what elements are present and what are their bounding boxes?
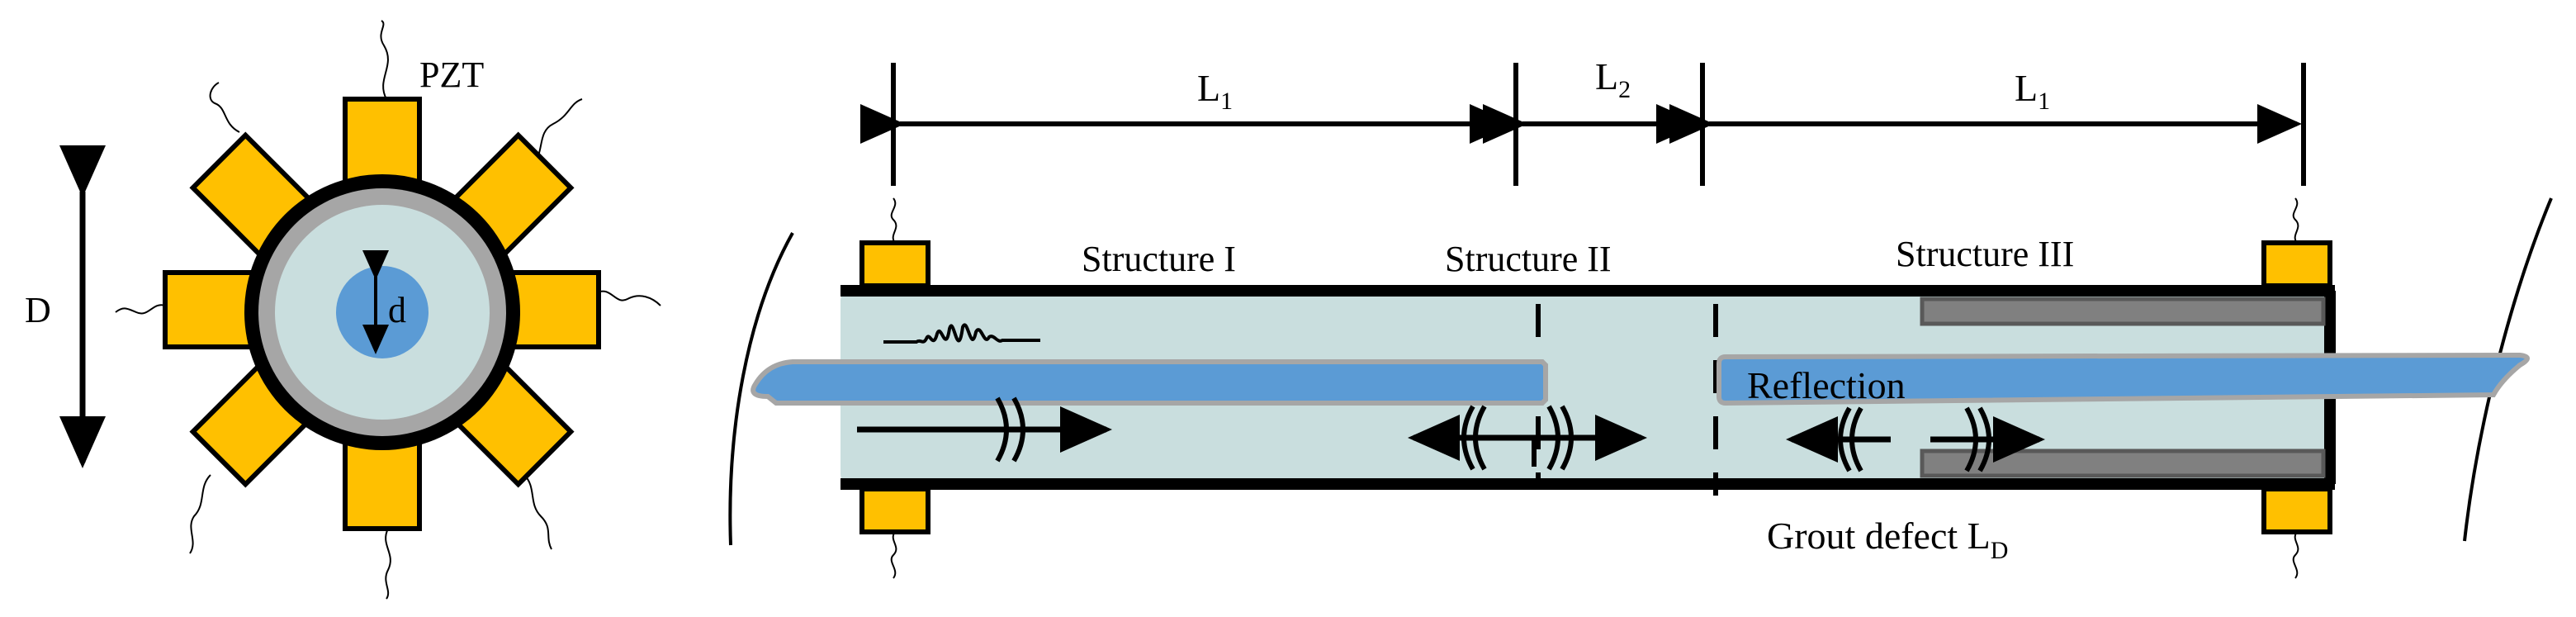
pzt-sensor-bottom	[2261, 486, 2332, 534]
dimension-label-l1-right: L1	[2015, 67, 2050, 115]
dimension-label-l1-left: L1	[1197, 67, 1233, 115]
reflection-label: Reflection	[1747, 364, 1906, 406]
structure-label-iii: Structure III	[1896, 234, 2074, 274]
grout-defect-label: Grout defect LD	[1767, 515, 2008, 564]
strand-right	[1717, 352, 2530, 406]
wave-arrows	[857, 396, 2045, 472]
strand-left	[751, 359, 1548, 406]
structure-label-i: Structure I	[1082, 239, 1236, 279]
inner-dimension-label: d	[388, 290, 406, 330]
dimension-lines	[860, 63, 2306, 186]
break-line-left	[728, 232, 794, 546]
cross-section-view: d D PZT	[25, 20, 661, 600]
duct-pzt-wires	[890, 197, 2299, 579]
strand-cross-section	[336, 266, 429, 358]
duct-pzt-patches	[859, 240, 2332, 534]
longitudinal-view: L1 L2 L1	[728, 55, 2553, 579]
pzt-label: PZT	[419, 55, 484, 95]
pzt-actuator-top	[859, 240, 930, 288]
input-wave-packet-icon	[883, 323, 1040, 344]
structure-label-ii: Structure II	[1445, 239, 1612, 279]
pzt-actuator-bottom	[859, 486, 930, 534]
dimension-label-l2: L2	[1595, 55, 1631, 103]
grout-defect-top	[1920, 297, 2326, 326]
outer-dimension-label: D	[25, 290, 51, 330]
pzt-sensor-top	[2261, 240, 2332, 288]
